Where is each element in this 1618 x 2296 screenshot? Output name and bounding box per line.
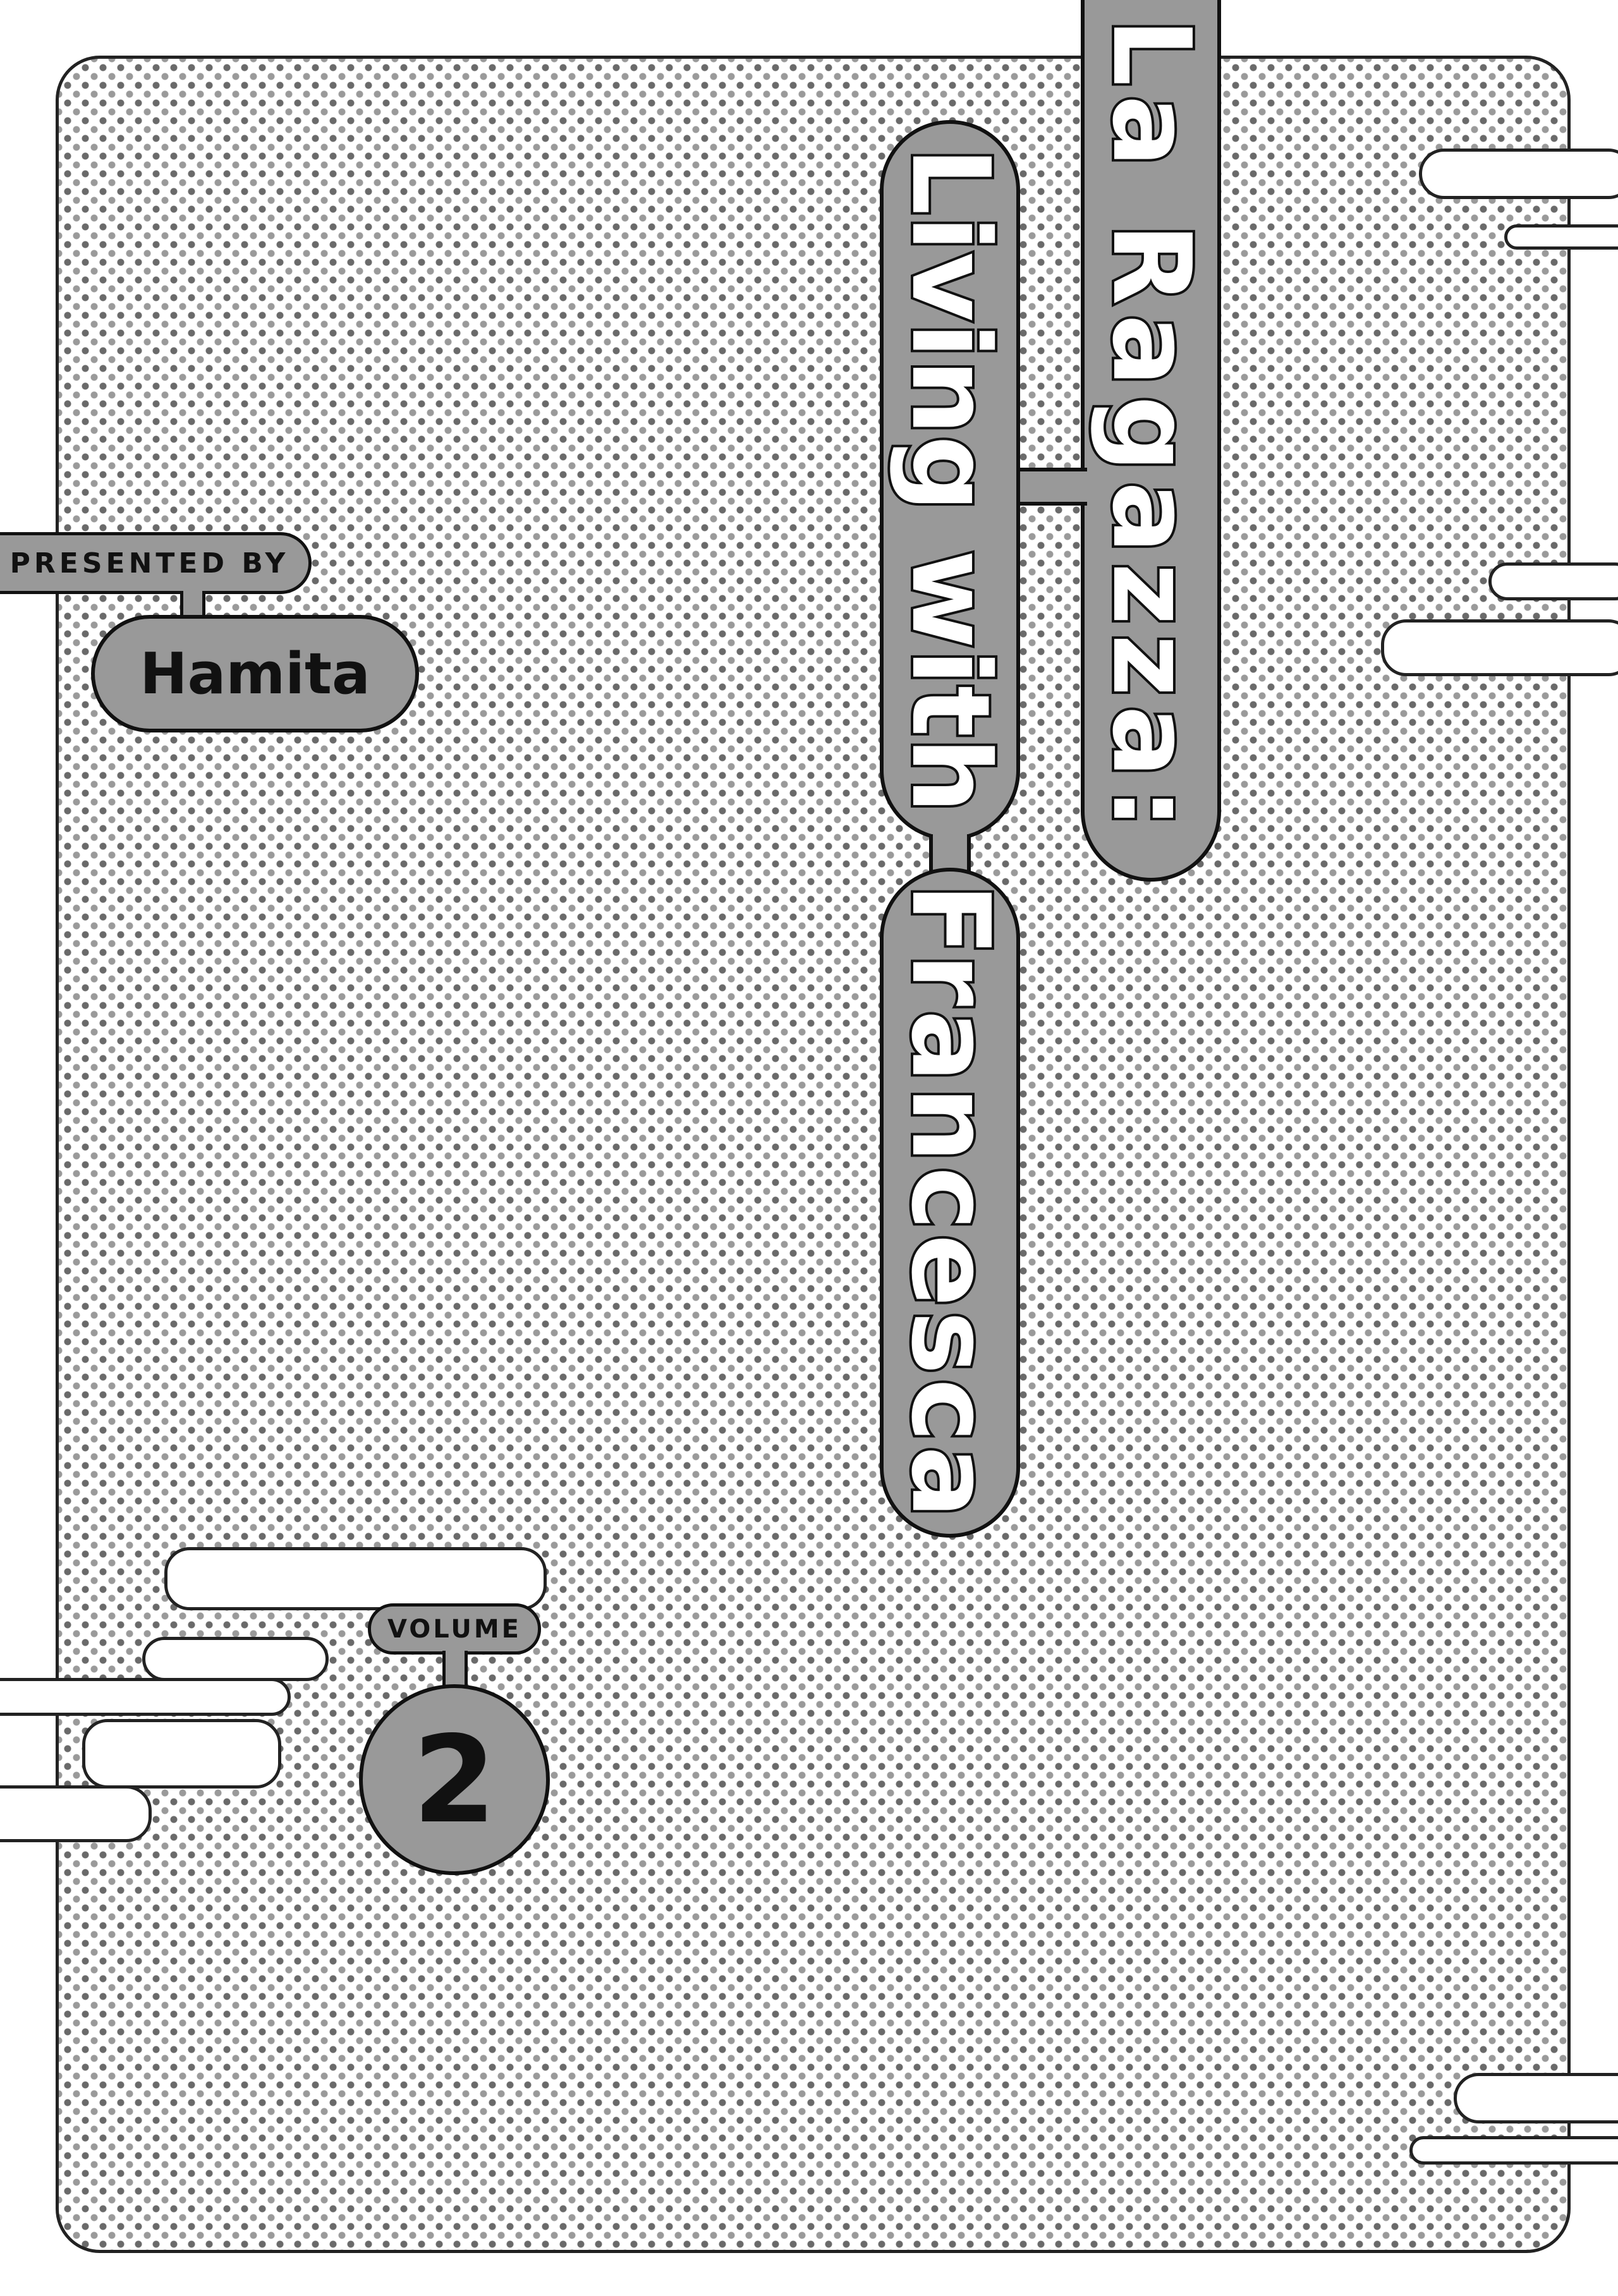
cloud-notch [0, 1785, 152, 1842]
cloud-notch [1488, 562, 1618, 600]
title-line2: Living with [885, 144, 1015, 816]
cloud-notch [1504, 224, 1618, 250]
volume-connector [442, 1651, 468, 1689]
title-pill-line1: La Ragazza: [1081, 0, 1221, 882]
presented-by-badge: PRESENTED BY [0, 532, 312, 594]
cloud-notch [142, 1637, 329, 1681]
dotted-background-frame [56, 56, 1571, 2253]
volume-label-badge: VOLUME [368, 1603, 541, 1655]
credit-connector [180, 591, 205, 619]
title-pill-line2: Living with [880, 120, 1020, 841]
author-badge: Hamita [91, 615, 419, 732]
cloud-notch [1419, 149, 1618, 199]
title-pill-line3: Francesca [880, 868, 1020, 1538]
cloud-notch [1409, 2136, 1618, 2165]
cloud-notch [82, 1719, 281, 1789]
cloud-notch [1454, 2073, 1618, 2123]
cloud-notch [164, 1547, 547, 1610]
volume-number-badge: 2 [359, 1684, 550, 1875]
presented-by-label: PRESENTED BY [9, 547, 289, 580]
title-line3: Francesca [885, 880, 1015, 1525]
cloud-notch [1381, 619, 1618, 676]
title-connector [1014, 468, 1087, 506]
volume-number: 2 [412, 1710, 497, 1850]
volume-label: VOLUME [387, 1614, 521, 1644]
cloud-notch [0, 1678, 291, 1716]
author-name: Hamita [140, 640, 370, 707]
title-connector [929, 834, 971, 872]
title-line1: La Ragazza: [1086, 15, 1216, 841]
